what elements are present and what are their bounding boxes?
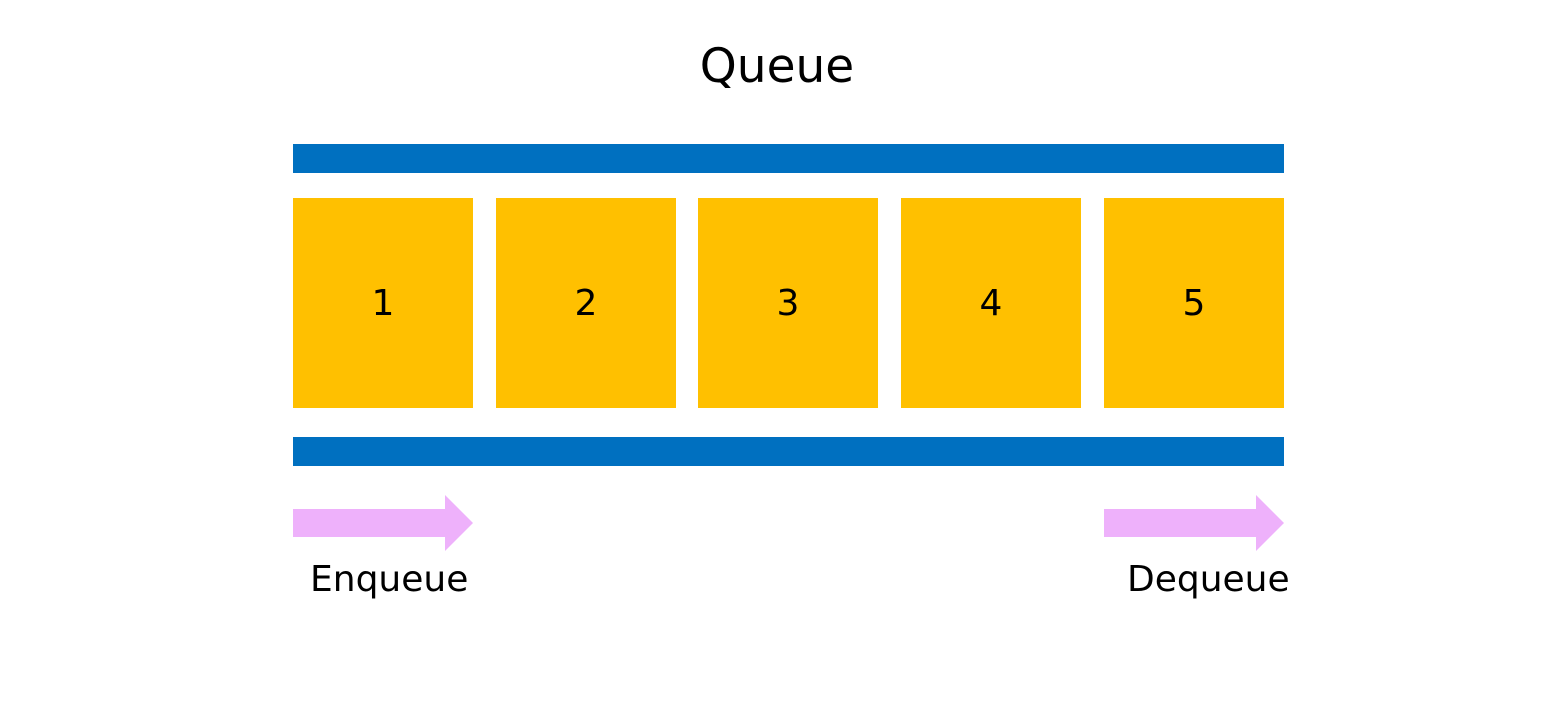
queue-top-rail [293, 144, 1284, 173]
dequeue-arrow-icon [1104, 495, 1284, 551]
enqueue-label: Enqueue [310, 559, 469, 600]
enqueue-arrow-icon [293, 495, 473, 551]
queue-item-5: 5 [1104, 198, 1284, 408]
queue-item-3: 3 [698, 198, 878, 408]
queue-item-4: 4 [901, 198, 1081, 408]
diagram-title: Queue [699, 39, 855, 94]
queue-item-2: 2 [496, 198, 676, 408]
dequeue-label: Dequeue [1127, 559, 1290, 600]
queue-item-1: 1 [293, 198, 473, 408]
queue-bottom-rail [293, 437, 1284, 466]
